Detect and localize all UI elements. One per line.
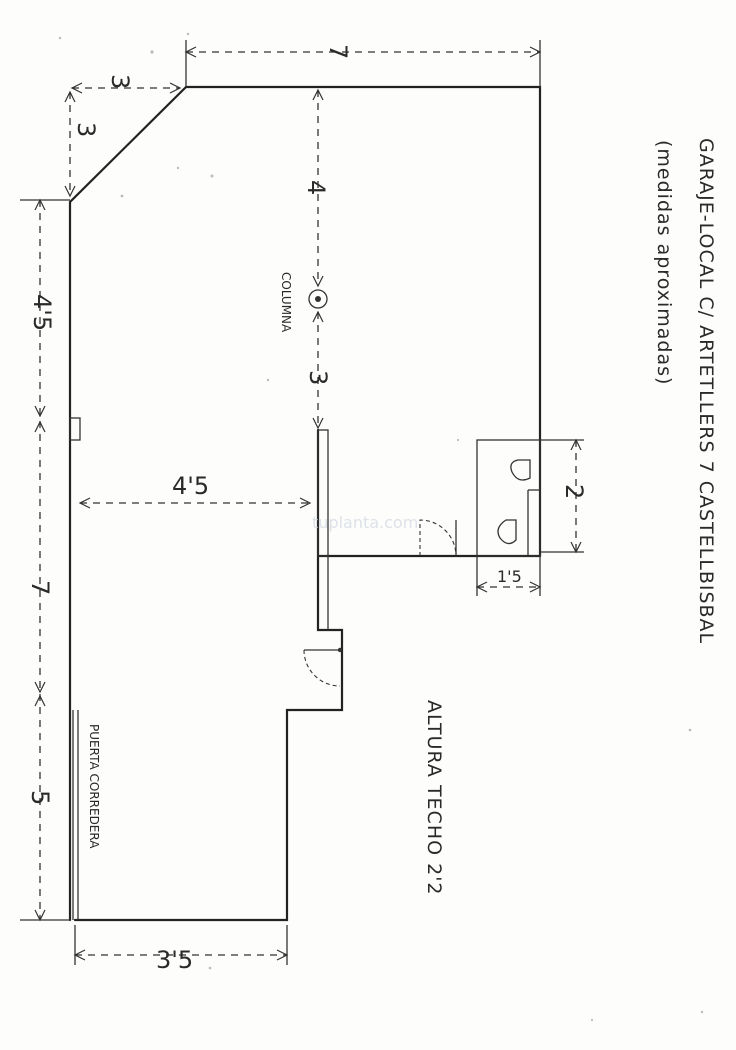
dim-chamfer-horizontal: 3 [106, 74, 134, 89]
plan-subtitle: (medidas aproximadas) [653, 140, 675, 385]
dimension-lines [20, 40, 584, 965]
dim-wc-length: 2 [560, 484, 588, 499]
wall-box [69, 417, 81, 441]
bathroom [419, 439, 541, 557]
sliding-door-label: PUERTA CORREDERA [87, 724, 101, 849]
dim-wc-width: 1'5 [497, 567, 522, 586]
dim-left-middle: 7 [26, 580, 54, 595]
watermark: tuplanta.com [312, 513, 418, 532]
dim-column-to-top: 4 [302, 180, 330, 195]
dim-left-upper: 4'5 [28, 294, 56, 331]
column-icon [308, 289, 328, 309]
dim-interior-width: 4'5 [172, 472, 209, 500]
ceiling-height: ALTURA TECHO 2'2 [423, 700, 445, 896]
toilet-icon [497, 519, 517, 545]
sliding-door [72, 710, 79, 920]
door-swing-lower [303, 647, 343, 687]
dim-chamfer-vertical: 3 [72, 122, 100, 137]
paper-specks [58, 32, 704, 1022]
dim-bottom-width: 3'5 [156, 946, 193, 974]
washbasin-icon [510, 459, 531, 481]
plan-title: GARAJE-LOCAL C/ ARTETLLERS 7 CASTELLBISB… [695, 138, 717, 644]
dim-column-to-partition: 3 [304, 370, 332, 385]
dim-left-lower: 5 [26, 790, 54, 805]
column-label: COLUMNA [279, 272, 293, 333]
dimension-arrows [34, 46, 582, 961]
dim-top-width: 7 [324, 44, 352, 59]
partition-wall [317, 429, 329, 557]
